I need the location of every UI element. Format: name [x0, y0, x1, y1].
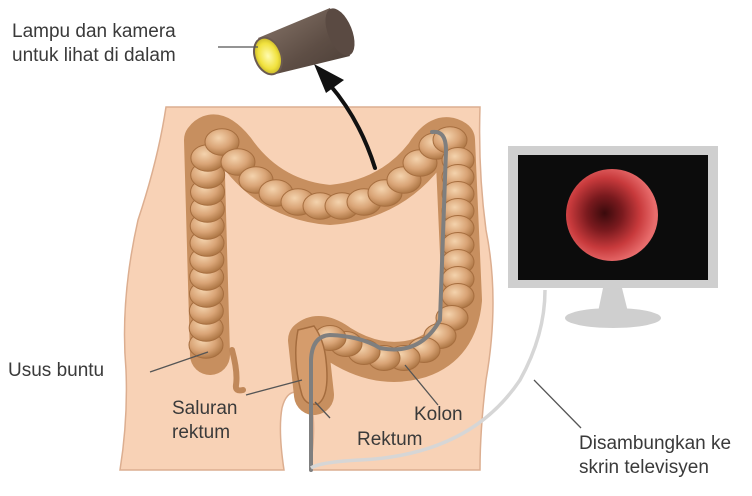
label-tv-line2: skrin televisyen [579, 456, 731, 480]
camera-tip-icon [249, 4, 361, 78]
label-colon: Kolon [414, 403, 463, 427]
label-rectal-canal-line2: rektum [172, 421, 238, 445]
label-camera-line1: Lampu dan kamera [12, 20, 176, 44]
label-appendix: Usus buntu [8, 359, 104, 383]
monitor-icon [508, 146, 718, 328]
colon-segment [442, 284, 474, 309]
label-rectal-canal-line1: Saluran [172, 397, 238, 421]
label-tv-connection: Disambungkan ke skrin televisyen [579, 432, 731, 480]
label-rectal-canal: Saluran rektum [172, 397, 238, 445]
label-camera-light: Lampu dan kamera untuk lihat di dalam [12, 20, 176, 68]
label-tv-line1: Disambungkan ke [579, 432, 731, 456]
label-camera-line2: untuk lihat di dalam [12, 44, 176, 68]
colon-lumen-view [566, 169, 658, 261]
label-rectum: Rektum [357, 428, 422, 452]
